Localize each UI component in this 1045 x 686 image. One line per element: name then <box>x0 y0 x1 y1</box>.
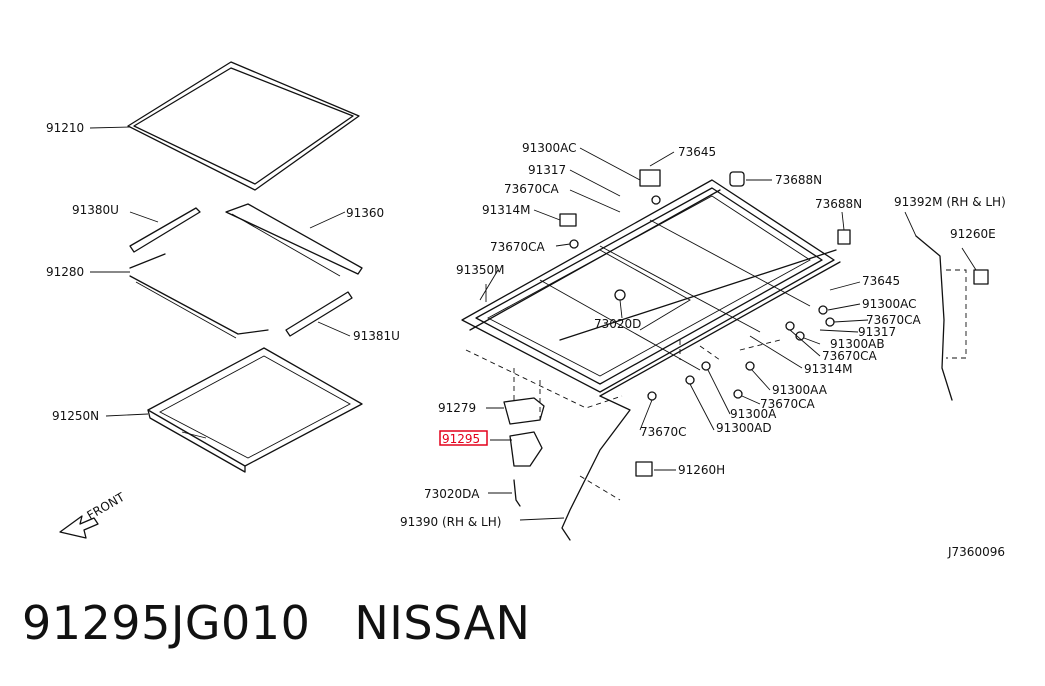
sunroof-frame-assembly <box>461 179 841 420</box>
label-91390: 91390 (RH & LH) <box>400 515 501 529</box>
label-73670ca-r1: 73670CA <box>866 313 922 327</box>
label-91392m: 91392M (RH & LH) <box>894 195 1006 209</box>
label-91300a: 91300A <box>730 407 777 421</box>
label-73645-right: 73645 <box>862 274 900 288</box>
label-91295: 91295 <box>442 432 480 446</box>
glass-lid-part <box>89 61 360 191</box>
label-91300ad: 91300AD <box>716 421 772 435</box>
label-73670ca-mid: 73670CA <box>490 240 546 254</box>
part-number: 91295JG010 <box>22 596 311 650</box>
drive-cables <box>561 235 967 541</box>
label-91317-right: 91317 <box>858 325 896 339</box>
diagram-code: J7360096 <box>947 545 1005 559</box>
label-91314m-top: 91314M <box>482 203 531 217</box>
label-73670c: 73670C <box>640 425 687 439</box>
label-91300ac-top: 91300AC <box>522 141 577 155</box>
label-91300ac-right: 91300AC <box>862 297 917 311</box>
label-91280: 91280 <box>46 265 84 279</box>
label-91380u: 91380U <box>72 203 119 217</box>
label-73688n-top: 73688N <box>775 173 822 187</box>
label-91210: 91210 <box>46 121 84 135</box>
label-91250n: 91250N <box>52 409 99 423</box>
label-91279: 91279 <box>438 401 476 415</box>
label-73688n-right: 73688N <box>815 197 862 211</box>
label-91300ab: 91300AB <box>830 337 885 351</box>
label-front: FRONT <box>85 490 128 523</box>
label-91260e: 91260E <box>950 227 996 241</box>
label-91381u: 91381U <box>353 329 400 343</box>
label-73670ca-top: 73670CA <box>504 182 560 196</box>
part-labels: 91210 91380U 91360 91280 91381U 91250N 9… <box>46 121 1006 559</box>
label-91300aa: 91300AA <box>772 383 828 397</box>
sunshade-part <box>105 347 363 473</box>
label-91317-top: 91317 <box>528 163 566 177</box>
highlight-box <box>439 430 488 446</box>
label-73645-top: 73645 <box>678 145 716 159</box>
motor-parts <box>486 397 545 507</box>
part-number-footer: 91295JG010 NISSAN <box>22 596 530 650</box>
label-91314m-bottom: 91314M <box>804 362 853 376</box>
label-73670ca-r2: 73670CA <box>822 349 878 363</box>
label-leaders <box>479 147 977 521</box>
label-73020d: 73020D <box>594 317 641 331</box>
label-91350m: 91350M <box>456 263 505 277</box>
label-91360: 91360 <box>346 206 384 220</box>
front-arrow <box>59 515 99 539</box>
label-91260h: 91260H <box>678 463 725 477</box>
label-73020da: 73020DA <box>424 487 480 501</box>
label-73670ca-r3: 73670CA <box>760 397 816 411</box>
weatherstrip-parts <box>90 203 363 339</box>
brand-name: NISSAN <box>354 596 531 650</box>
